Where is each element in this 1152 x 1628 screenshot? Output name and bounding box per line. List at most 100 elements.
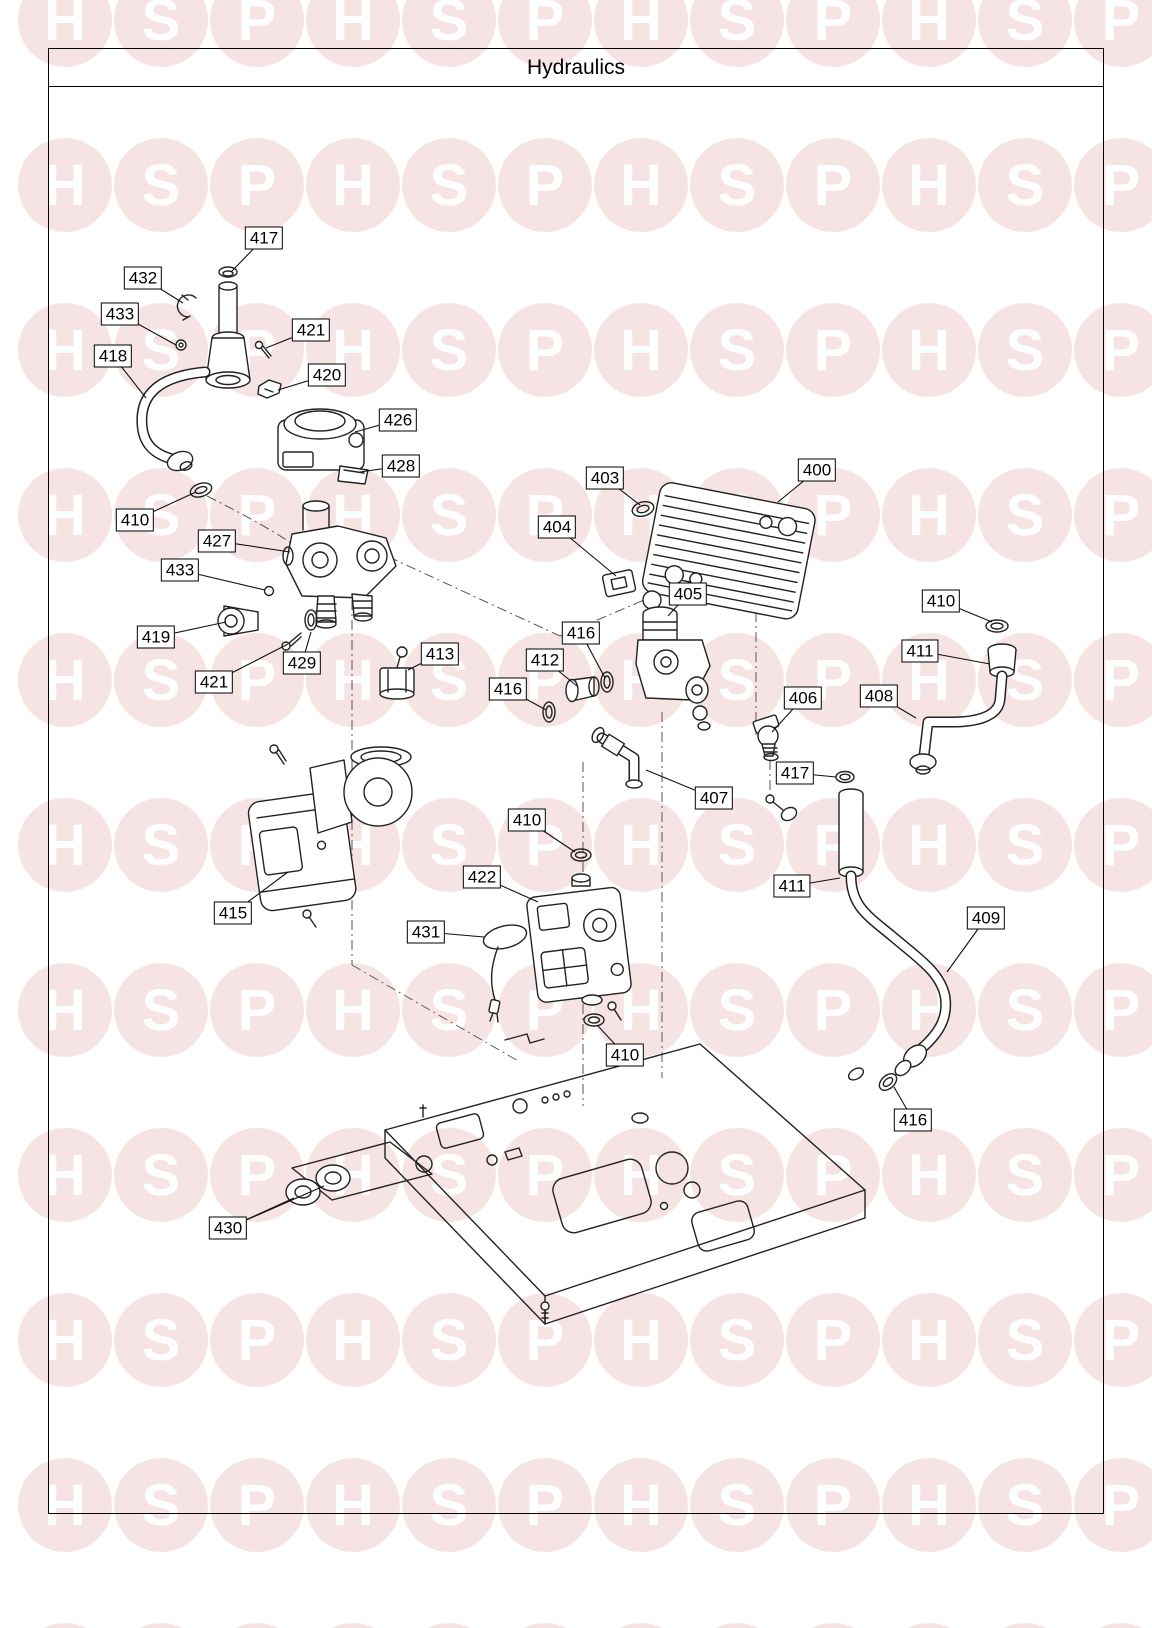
watermark-letter: P [1074, 1293, 1152, 1387]
gas-valve-422 [482, 848, 632, 1027]
part-label-416[interactable]: 416 [561, 621, 601, 645]
watermark-letter: P [498, 468, 592, 562]
diverter-valve-427 [217, 500, 415, 700]
watermark-letter: S [690, 963, 784, 1057]
part-label-416[interactable]: 416 [488, 677, 528, 701]
watermark-letter: S [114, 963, 208, 1057]
part-label-417[interactable]: 417 [244, 226, 284, 250]
watermark-letter: P [498, 1458, 592, 1552]
watermark-letter: H [882, 138, 976, 232]
part-label-417[interactable]: 417 [775, 761, 815, 785]
part-label-431[interactable]: 431 [406, 920, 446, 944]
watermark-letter: P [498, 1293, 592, 1387]
watermark-letter: P [210, 138, 304, 232]
watermark-letter: P [210, 963, 304, 1057]
watermark-letter: S [978, 138, 1072, 232]
part-label-408[interactable]: 408 [859, 684, 899, 708]
watermark-letter: H [594, 1128, 688, 1222]
watermark-letter: S [114, 633, 208, 727]
watermark-letter: P [1074, 138, 1152, 232]
watermark-letter: S [978, 303, 1072, 397]
watermark-letter: S [114, 798, 208, 892]
watermark-letter: H [18, 798, 112, 892]
part-label-415[interactable]: 415 [213, 901, 253, 925]
watermark-letter: S [690, 1623, 784, 1628]
watermark-letter: H [882, 1293, 976, 1387]
part-label-403[interactable]: 403 [585, 466, 625, 490]
part-label-432[interactable]: 432 [123, 266, 163, 290]
part-label-430[interactable]: 430 [208, 1216, 248, 1240]
part-label-405[interactable]: 405 [668, 582, 708, 606]
flow-pipe-assembly [136, 266, 282, 498]
watermark-letter: H [306, 1458, 400, 1552]
part-label-410[interactable]: 410 [115, 508, 155, 532]
watermark-letter: S [690, 1458, 784, 1552]
watermark-letter: S [690, 798, 784, 892]
watermark-letter: P [1074, 1458, 1152, 1552]
part-label-420[interactable]: 420 [307, 363, 347, 387]
watermark-letter: H [18, 1458, 112, 1552]
watermark-letter: H [306, 0, 400, 67]
part-label-400[interactable]: 400 [797, 458, 837, 482]
watermark-letter: P [1074, 1623, 1152, 1628]
part-label-428[interactable]: 428 [381, 454, 421, 478]
part-label-407[interactable]: 407 [694, 786, 734, 810]
watermark-letter: P [1074, 1128, 1152, 1222]
watermark-letter: H [18, 303, 112, 397]
part-label-410[interactable]: 410 [921, 589, 961, 613]
watermark-letter: P [498, 138, 592, 232]
watermark-letter: S [978, 1128, 1072, 1222]
right-pipes [835, 619, 1017, 1091]
manifold-405 [542, 590, 711, 789]
watermark-letter: H [882, 303, 976, 397]
part-label-412[interactable]: 412 [525, 648, 565, 672]
watermark-letter: S [114, 1458, 208, 1552]
watermark-letter: S [402, 468, 496, 562]
part-label-429[interactable]: 429 [282, 651, 322, 675]
watermark-letter: S [978, 0, 1072, 67]
base-panel-430 [285, 1033, 866, 1325]
watermark-letter: P [786, 1293, 880, 1387]
part-label-409[interactable]: 409 [966, 906, 1006, 930]
watermark-letter: P [210, 1458, 304, 1552]
watermark-letter: H [594, 798, 688, 892]
part-label-426[interactable]: 426 [378, 408, 418, 432]
watermark-letter: P [1074, 468, 1152, 562]
part-label-421[interactable]: 421 [291, 318, 331, 342]
part-label-416[interactable]: 416 [893, 1108, 933, 1132]
part-label-410[interactable]: 410 [507, 808, 547, 832]
watermark-letter: S [402, 1458, 496, 1552]
part-label-411[interactable]: 411 [901, 639, 939, 663]
watermark-letter: H [18, 963, 112, 1057]
part-label-413[interactable]: 413 [420, 642, 460, 666]
part-label-406[interactable]: 406 [783, 686, 823, 710]
watermark-letter: H [882, 1458, 976, 1552]
part-label-410[interactable]: 410 [605, 1043, 645, 1067]
watermark-letter: P [1074, 963, 1152, 1057]
watermark-letter: S [978, 1458, 1072, 1552]
watermark-letter: S [690, 138, 784, 232]
part-label-411[interactable]: 411 [773, 874, 811, 898]
watermark-letter: H [306, 1293, 400, 1387]
watermark-letter: H [594, 303, 688, 397]
watermark-letter: S [114, 1293, 208, 1387]
part-label-419[interactable]: 419 [136, 625, 176, 649]
part-label-418[interactable]: 418 [93, 344, 133, 368]
part-label-433[interactable]: 433 [100, 302, 140, 326]
watermark-letter: S [690, 1128, 784, 1222]
watermark-letter: H [882, 798, 976, 892]
part-label-404[interactable]: 404 [537, 515, 577, 539]
watermark-letter: P [498, 1128, 592, 1222]
part-label-422[interactable]: 422 [462, 865, 502, 889]
watermark-letter: S [978, 798, 1072, 892]
watermark-letter: S [978, 1293, 1072, 1387]
part-label-427[interactable]: 427 [197, 529, 237, 553]
watermark-letter: H [594, 138, 688, 232]
watermark-letter: S [978, 1623, 1072, 1628]
part-label-433[interactable]: 433 [160, 558, 200, 582]
watermark-letter: P [210, 1623, 304, 1628]
part-label-421[interactable]: 421 [194, 670, 234, 694]
watermark-letter: P [786, 1128, 880, 1222]
